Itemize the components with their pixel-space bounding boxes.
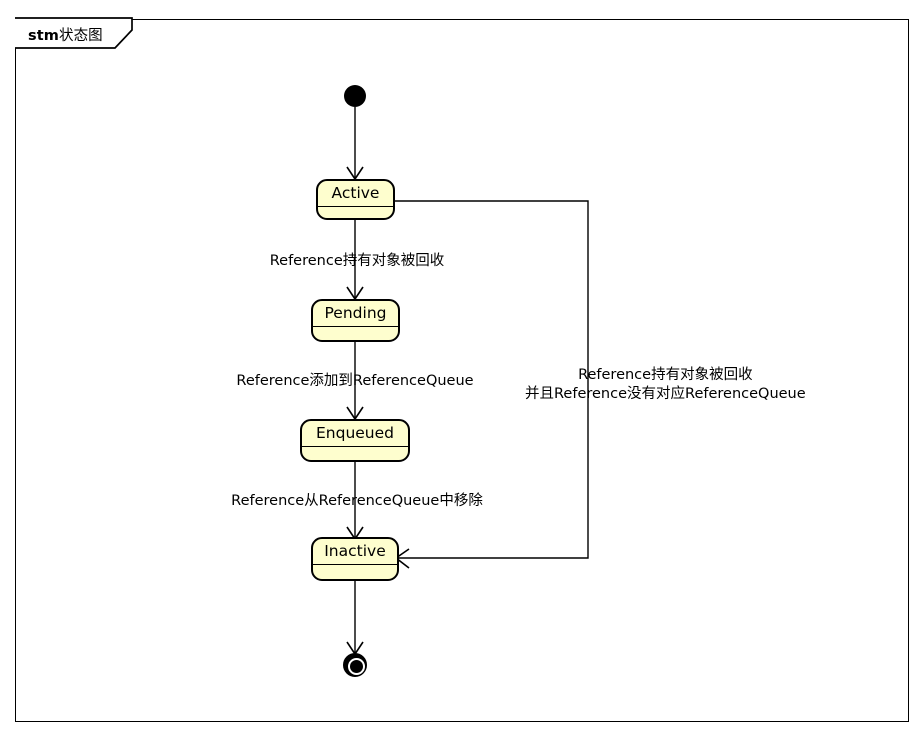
diagram-frame (15, 19, 909, 722)
frame-label-tab (15, 17, 133, 49)
state-active[interactable]: Active (316, 179, 395, 220)
state-active-label: Active (331, 184, 380, 202)
transition-label-active-pending: Reference持有对象被回收 (269, 253, 445, 269)
final-state-node (343, 653, 367, 677)
initial-state-node (344, 85, 366, 107)
frame-label-prefix: stm (28, 28, 59, 44)
state-enqueued[interactable]: Enqueued (300, 419, 410, 462)
transition-label-active-inactive-line1: Reference持有对象被回收 (578, 367, 753, 383)
transition-label-active-inactive: Reference持有对象被回收 并且Reference没有对应Referenc… (525, 366, 806, 404)
final-state-inner (348, 658, 366, 676)
transition-label-pending-enqueued: Reference添加到ReferenceQueue (236, 373, 474, 389)
state-inactive[interactable]: Inactive (311, 537, 399, 581)
state-enqueued-label: Enqueued (315, 424, 394, 442)
state-enqueued-divider (302, 446, 408, 447)
state-inactive-divider (313, 564, 397, 565)
transition-label-active-inactive-line2: 并且Reference没有对应ReferenceQueue (525, 386, 806, 402)
frame-label: stm状态图 (28, 24, 103, 45)
frame-label-name: 状态图 (58, 28, 103, 44)
transition-label-enqueued-inactive: Reference从ReferenceQueue中移除 (231, 493, 483, 509)
state-pending[interactable]: Pending (311, 299, 400, 342)
state-active-divider (318, 206, 393, 207)
state-inactive-label: Inactive (324, 542, 386, 560)
state-pending-label: Pending (324, 304, 387, 322)
state-pending-divider (313, 326, 398, 327)
